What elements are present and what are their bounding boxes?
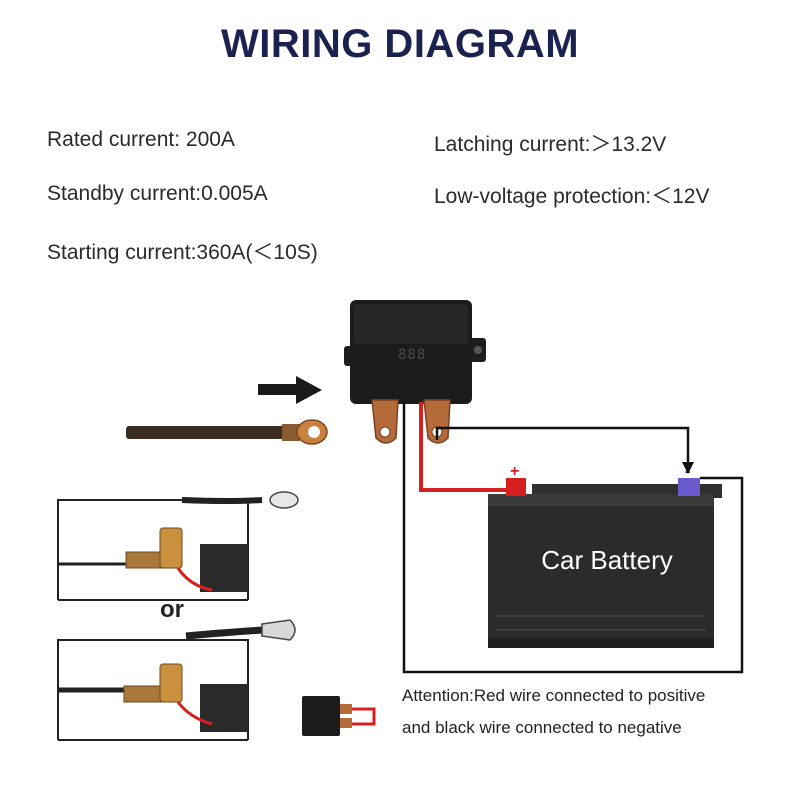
installation-example-2 [57,619,296,741]
arrow-right-icon [258,376,322,404]
spec-rated-current: Rated current: 200A [47,128,235,151]
device-terminal-left [371,399,399,444]
car-battery: + - Car Battery [488,463,722,648]
installation-example-1 [57,491,299,601]
spec-standby-current: Standby current:0.005A [47,182,268,205]
small-device-body [302,696,340,736]
black-wire-to-negative [435,426,690,468]
battery-positive-terminal [506,478,526,496]
ring-terminal-hole [308,426,320,438]
example1-cable [181,497,263,504]
example2-post [159,663,183,703]
red-wire-to-positive [419,402,512,492]
battery-body [488,494,714,642]
example1-ring-terminal [269,491,299,509]
example2-cable [185,626,265,640]
arrow-down-icon [682,462,694,474]
attention-line-1: Attention:Red wire connected to positive [402,686,706,705]
device-top-face [354,304,468,344]
battery-negative-terminal [678,478,700,496]
device-screw-hole [474,346,482,354]
battery-disconnect-device: 888 [344,300,486,444]
example1-battery [200,544,248,592]
black-loop-wire [402,402,744,674]
small-device-jumper [302,696,376,736]
battery-cable-ring-terminal [126,419,328,445]
attention-line-2: and black wire connected to negative [402,718,682,737]
negative-symbol: - [685,463,690,480]
or-label: or [160,596,184,623]
example1-post [159,527,183,569]
example2-battery [200,684,248,732]
page-title: WIRING DIAGRAM [220,22,580,66]
cable-body [126,426,288,439]
small-device-red-jumper [352,707,376,726]
battery-label: Car Battery [541,545,673,575]
spec-latching-current: Latching current:＞13.2V [434,133,667,156]
spec-low-voltage-protection: Low-voltage protection:＜12V [434,185,710,208]
device-terminal-right [423,399,451,444]
positive-symbol: + [510,463,519,480]
device-led-display: 888 [398,347,426,363]
device-terminal-left-hole [379,426,391,438]
cable-crimp [282,424,300,441]
example2-cable-clamp [261,619,296,641]
spec-starting-current: Starting current:360A(＜10S) [47,241,318,264]
